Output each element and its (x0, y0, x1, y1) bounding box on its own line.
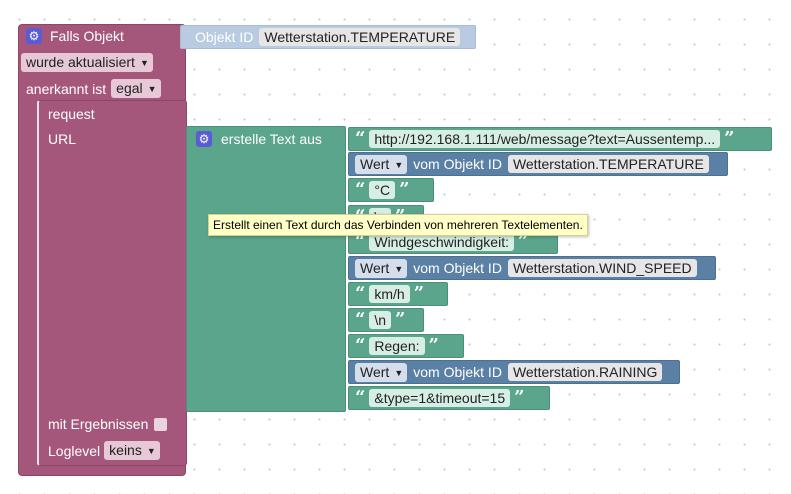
open-quote-icon: “ (355, 309, 366, 330)
loglevel-value: keins (109, 442, 142, 458)
join-title: erstelle Text aus (221, 131, 322, 147)
close-quote-icon: ” (724, 128, 735, 149)
close-quote-icon: ” (413, 283, 425, 304)
results-checkbox[interactable] (154, 417, 168, 431)
join-item-object[interactable]: Wert ▼ vom Objekt ID Wetterstation.RAININ… (348, 360, 680, 384)
text-value[interactable]: http://192.168.1.111/web/message?text=Au… (369, 130, 721, 148)
join-header: ⚙ erstelle Text aus (196, 131, 322, 147)
object-id-label: vom Objekt ID (413, 260, 502, 276)
join-item-text[interactable]: “ \n ” (348, 308, 424, 332)
gear-icon[interactable]: ⚙ (26, 28, 42, 44)
loglevel-label: Loglevel (48, 442, 101, 459)
chevron-down-icon: ▼ (394, 367, 404, 378)
chevron-down-icon: ▼ (146, 446, 156, 456)
close-quote-icon: ” (428, 335, 439, 356)
open-quote-icon: “ (355, 335, 366, 356)
text-value[interactable]: &type=1&timeout=15 (369, 389, 511, 407)
results-row: mit Ergebnissen (48, 416, 168, 432)
close-quote-icon: ” (395, 309, 406, 330)
loglevel-dropdown[interactable]: keins ▼ (104, 441, 160, 460)
property-value: Wert (360, 363, 390, 380)
object-id-field[interactable]: Wetterstation.RAINING (507, 363, 663, 381)
mode-value: wurde aktualisiert (26, 54, 135, 70)
property-value: Wert (360, 259, 390, 276)
join-item-text[interactable]: “ °C ” (348, 178, 434, 202)
property-dropdown[interactable]: Wert ▼ (355, 362, 408, 382)
url-label: URL (48, 131, 77, 147)
join-tooltip: Erstellt einen Text durch das Verbinden … (208, 214, 588, 236)
object-id-field[interactable]: Wetterstation.WIND_SPEED (507, 259, 697, 277)
ack-dropdown[interactable]: egal ▼ (111, 79, 161, 98)
text-value[interactable]: km/h (369, 285, 410, 303)
property-dropdown[interactable]: Wert ▼ (355, 154, 408, 174)
text-value[interactable]: °C (369, 181, 396, 199)
close-quote-icon: ” (517, 231, 529, 252)
join-item-text[interactable]: “ &type=1&timeout=15 ” (348, 386, 550, 410)
open-quote-icon: “ (355, 283, 366, 304)
gear-icon[interactable]: ⚙ (196, 131, 212, 147)
close-quote-icon: ” (399, 179, 410, 200)
request-block[interactable] (37, 100, 187, 466)
join-item-text[interactable]: “ Regen: ” (348, 334, 464, 358)
mode-dropdown[interactable]: wurde aktualisiert ▼ (21, 53, 153, 72)
property-dropdown[interactable]: Wert ▼ (355, 258, 408, 278)
chevron-down-icon: ▼ (139, 58, 149, 68)
object-id-block[interactable]: Objekt ID Wetterstation.TEMPERATURE (180, 25, 476, 49)
object-id-label: Objekt ID (195, 29, 254, 45)
open-quote-icon: “ (355, 387, 366, 408)
object-id-label: vom Objekt ID (413, 156, 502, 172)
join-item-text[interactable]: “ km/h ” (348, 282, 448, 306)
loglevel-row: Loglevel keins ▼ (48, 441, 160, 460)
text-value[interactable]: Regen: (369, 337, 425, 355)
trigger-statement-slot (24, 99, 38, 465)
trigger-header: ⚙ Falls Objekt (26, 28, 124, 44)
chevron-down-icon: ▼ (394, 159, 404, 170)
ack-value: egal (116, 80, 143, 96)
open-quote-icon: “ (355, 231, 366, 252)
open-quote-icon: “ (355, 179, 366, 200)
object-id-field[interactable]: Wetterstation.TEMPERATURE (259, 28, 461, 46)
join-item-object[interactable]: Wert ▼ vom Objekt ID Wetterstation.TEMPER… (348, 152, 728, 176)
object-id-label: vom Objekt ID (413, 364, 502, 380)
join-item-object[interactable]: Wert ▼ vom Objekt ID Wetterstation.WIND_S… (348, 256, 716, 280)
results-label: mit Ergebnissen (48, 416, 149, 432)
property-value: Wert (360, 155, 390, 172)
open-quote-icon: “ (355, 128, 366, 149)
ack-label: anerkannt ist (26, 80, 107, 97)
join-item-text[interactable]: “ http://192.168.1.111/web/message?text=… (348, 127, 772, 151)
text-value[interactable]: \n (369, 311, 392, 329)
trigger-title: Falls Objekt (50, 28, 124, 44)
request-title: request (48, 106, 95, 122)
join-block[interactable] (186, 126, 346, 412)
object-id-field[interactable]: Wetterstation.TEMPERATURE (507, 155, 709, 173)
chevron-down-icon: ▼ (394, 263, 404, 274)
text-value[interactable]: Windgeschwindigkeit: (369, 233, 514, 251)
chevron-down-icon: ▼ (147, 84, 157, 94)
ack-row: anerkannt ist egal ▼ (26, 79, 161, 98)
close-quote-icon: ” (514, 387, 525, 408)
